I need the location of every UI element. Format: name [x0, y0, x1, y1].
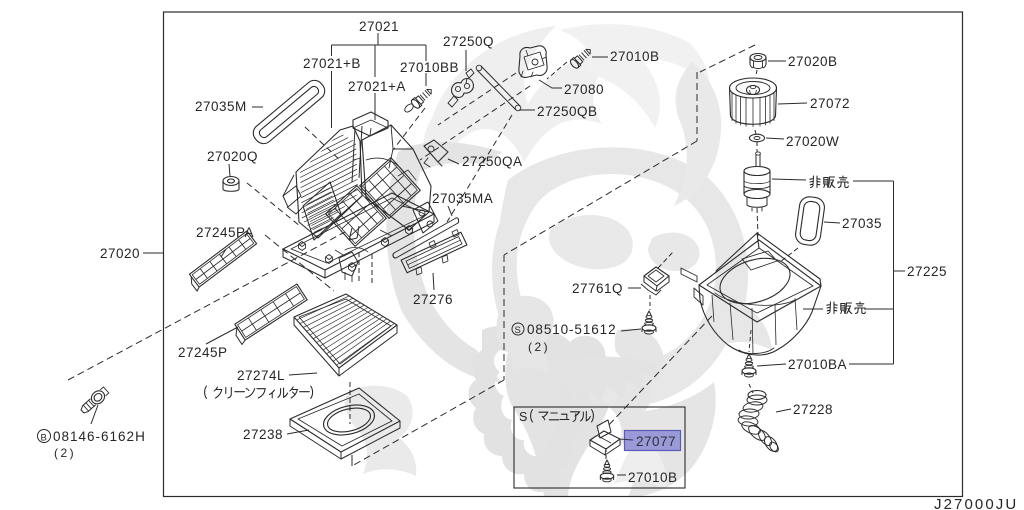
- svg-text:08146-6162H: 08146-6162H: [53, 429, 146, 444]
- svg-text:27035: 27035: [842, 216, 882, 231]
- svg-text:27228: 27228: [793, 402, 833, 417]
- svg-text:27020: 27020: [100, 246, 140, 261]
- svg-text:(2): (2): [54, 446, 76, 460]
- svg-text:27010B: 27010B: [610, 49, 660, 64]
- svg-text:27077: 27077: [636, 434, 676, 449]
- svg-text:27010BB: 27010BB: [400, 60, 459, 75]
- svg-text:27021+B: 27021+B: [303, 56, 361, 71]
- svg-text:27245P: 27245P: [178, 345, 228, 360]
- svg-text:27276: 27276: [413, 292, 453, 307]
- svg-text:S: S: [519, 410, 527, 424]
- svg-text:27021: 27021: [359, 19, 399, 34]
- svg-text:J27000JU: J27000JU: [934, 496, 1018, 510]
- svg-text:27080: 27080: [564, 82, 604, 97]
- svg-text:27274L: 27274L: [237, 368, 285, 383]
- svg-text:27010B: 27010B: [628, 470, 678, 485]
- svg-text:27035MA: 27035MA: [432, 191, 493, 206]
- svg-text:27072: 27072: [810, 96, 850, 111]
- svg-text:B: B: [41, 433, 47, 444]
- svg-text:27010BA: 27010BA: [788, 357, 847, 372]
- svg-text:27020B: 27020B: [788, 54, 838, 69]
- svg-text:08510-51612: 08510-51612: [527, 322, 616, 337]
- svg-text:27035M: 27035M: [195, 99, 247, 114]
- svg-text:27250Q: 27250Q: [443, 34, 494, 49]
- svg-text:27238: 27238: [243, 427, 283, 442]
- svg-text:27225: 27225: [907, 264, 947, 279]
- svg-text:27021+A: 27021+A: [348, 79, 406, 94]
- svg-text:S: S: [515, 325, 521, 336]
- svg-text:27020W: 27020W: [786, 134, 839, 149]
- svg-text:27020Q: 27020Q: [207, 149, 258, 164]
- svg-text:27761Q: 27761Q: [572, 281, 623, 296]
- svg-text:(2): (2): [528, 340, 550, 354]
- svg-text:27250QB: 27250QB: [537, 104, 598, 119]
- svg-text:27250QA: 27250QA: [462, 154, 523, 169]
